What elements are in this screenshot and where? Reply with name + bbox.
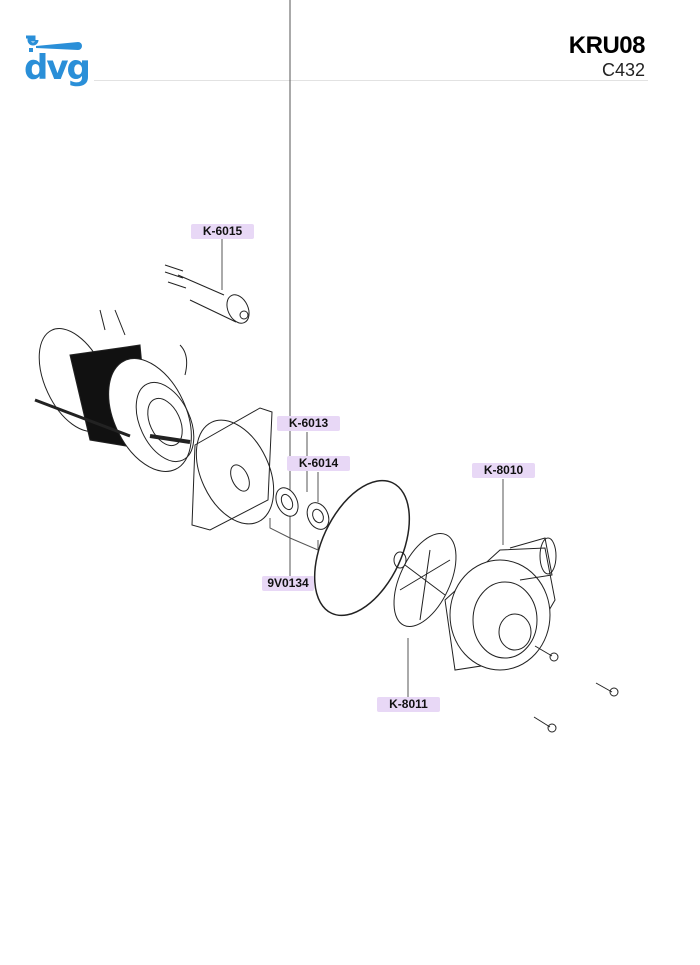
screw-parts <box>533 645 619 733</box>
bearing-parts <box>275 487 330 530</box>
part-label-k8010[interactable]: K-8010 <box>472 463 535 478</box>
pump-housing-part <box>444 537 557 671</box>
part-label-k6014[interactable]: K-6014 <box>287 456 350 471</box>
tap-icon <box>26 35 82 52</box>
o-ring-part <box>313 479 411 617</box>
logo-text: dvg <box>24 48 91 88</box>
motor-part <box>34 309 195 472</box>
model-code: C432 <box>601 60 645 80</box>
model-title: KRU08 <box>568 32 646 59</box>
part-label-k6013[interactable]: K-6013 <box>277 416 340 431</box>
part-label-k6015[interactable]: K-6015 <box>191 224 254 239</box>
part-label-k8011[interactable]: K-8011 <box>377 697 440 712</box>
impeller-part <box>393 532 457 628</box>
header-divider <box>94 80 648 81</box>
part-label-9v0134[interactable]: 9V0134 <box>262 576 314 591</box>
capacitor-part <box>164 264 250 324</box>
leader-lines <box>221 0 504 697</box>
flange-part <box>191 407 275 531</box>
